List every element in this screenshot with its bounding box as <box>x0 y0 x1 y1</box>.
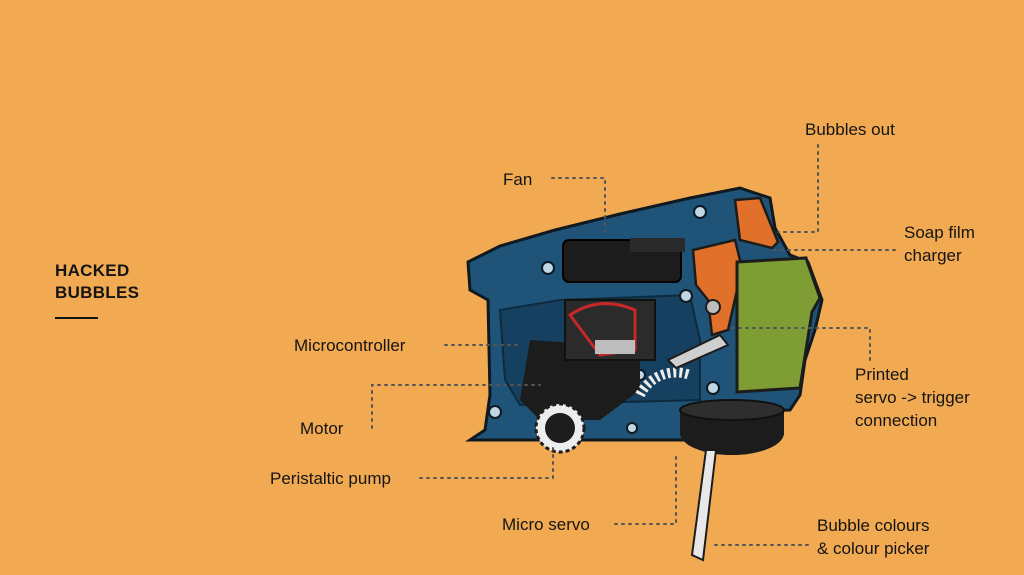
colour-tank <box>735 256 822 394</box>
label-bubbles-out: Bubbles out <box>805 120 895 139</box>
soap-charger-arm <box>691 238 744 337</box>
nozzle-shape <box>733 196 780 250</box>
label-fan: Fan <box>503 170 533 189</box>
pump-gear <box>534 402 586 454</box>
servo-linkage <box>666 333 730 370</box>
leader-motor <box>371 384 541 429</box>
label-motor: Motor <box>300 419 344 438</box>
leader-micro-servo <box>614 454 677 525</box>
leader-bubbles-out <box>777 144 819 233</box>
label-peristaltic-pump: Peristaltic pump <box>270 469 391 488</box>
leader-fan <box>551 177 606 233</box>
label-soap-film-charger: Soap film charger <box>904 223 975 265</box>
leader-printed-connection <box>729 327 871 361</box>
leader-peristaltic-pump <box>419 444 554 479</box>
colour-picker-needle <box>690 449 718 562</box>
title-line-1: HACKED <box>55 261 130 280</box>
title-line-2: BUBBLES <box>55 283 140 302</box>
label-micro-servo: Micro servo <box>502 515 590 534</box>
label-printed-connection: Printed servo -> trigger connection <box>855 365 970 430</box>
page-title: HACKED BUBBLES <box>55 260 139 304</box>
label-bubble-colours: Bubble colours & colour picker <box>817 516 930 558</box>
title-underline <box>55 317 98 319</box>
label-microcontroller: Microcontroller <box>294 336 406 355</box>
